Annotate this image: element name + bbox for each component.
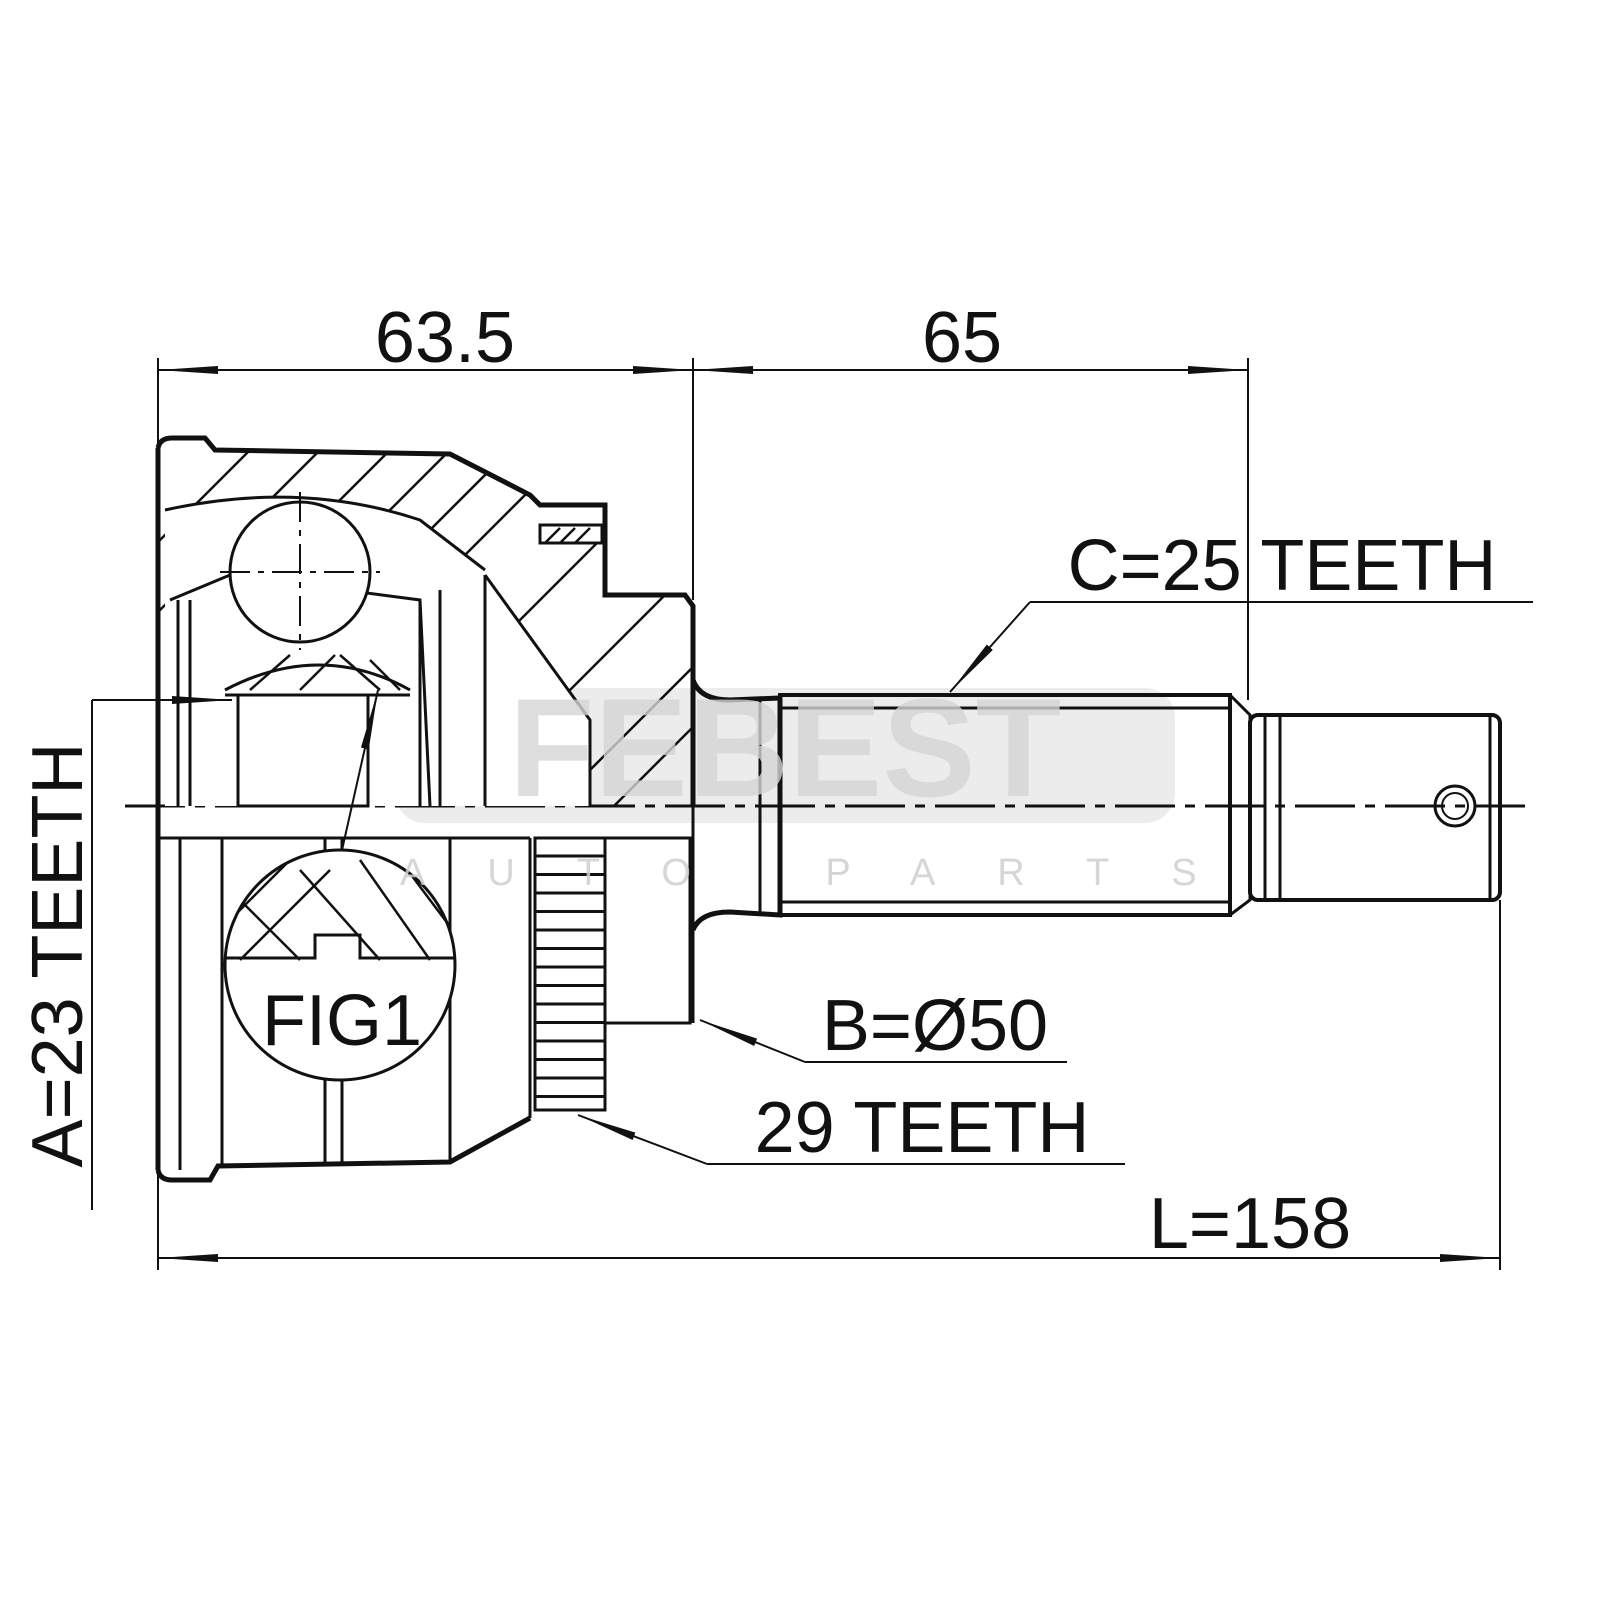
seal-ring: [603, 836, 692, 1025]
dimensions: 63.5 65 L=158: [157, 298, 1501, 1270]
callout-a-teeth: A=23 TEETH: [18, 743, 98, 1168]
fig1-label: FIG1: [262, 981, 422, 1061]
dim-housing-length: 63.5: [375, 298, 515, 378]
fig1-detail: FIG1: [223, 689, 457, 1082]
dim-total-length: L=158: [1149, 1184, 1351, 1264]
callout-c-teeth: C=25 TEETH: [1068, 526, 1497, 606]
cotter-hole: [1433, 784, 1477, 828]
callouts: C=25 TEETH B=Ø50 29 TEETH A=23 TEETH: [18, 526, 1533, 1210]
abs-ring: [533, 836, 607, 1112]
shaft: [690, 606, 1502, 1023]
callout-abs-teeth: 29 TEETH: [755, 1088, 1090, 1168]
callout-b-diameter: B=Ø50: [822, 986, 1048, 1066]
dim-shaft-length: 65: [922, 298, 1002, 378]
